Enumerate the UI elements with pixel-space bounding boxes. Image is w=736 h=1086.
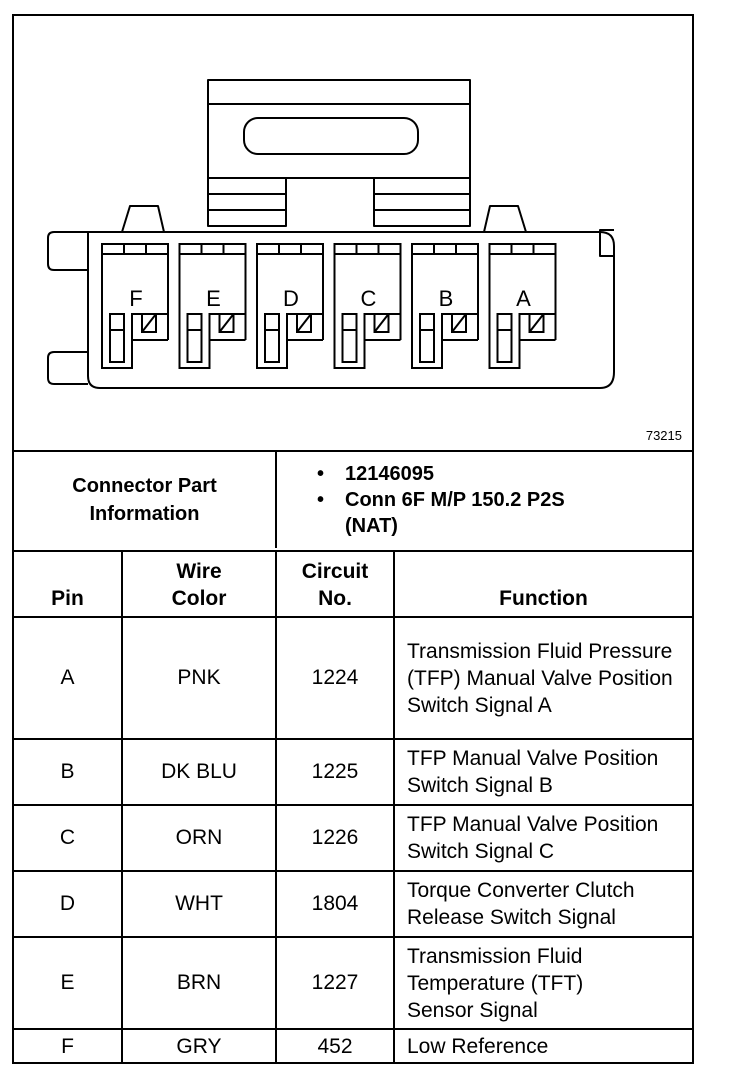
- pin-cell: C: [14, 804, 123, 871]
- header-circuit: Circuit No.: [276, 550, 395, 617]
- pin-row-a: A PNK 1224 Transmission Fluid Pressure (…: [14, 616, 692, 739]
- cavity-letter: E: [206, 286, 221, 311]
- function-cell: TFP Manual Valve Position Switch Signal …: [394, 804, 692, 871]
- pin-cell: F: [14, 1028, 123, 1063]
- cavity-letter: A: [516, 286, 531, 311]
- pin-row-b: B DK BLU 1225 TFP Manual Valve Position …: [14, 738, 692, 805]
- cavity-e: E: [178, 243, 247, 369]
- wire-color-cell: BRN: [122, 936, 277, 1029]
- circuit-cell: 1227: [276, 936, 395, 1029]
- part-info-label: Connector Part Information: [14, 450, 277, 548]
- part-number: 12146095: [317, 461, 692, 487]
- circuit-cell: 1224: [276, 616, 395, 739]
- header-wire-color: Wire Color: [122, 550, 277, 617]
- wire-color-cell: WHT: [122, 870, 277, 937]
- circuit-cell: 1225: [276, 738, 395, 805]
- connector-drawing: F E D C B A 73215: [14, 16, 692, 450]
- part-info-label-text: Connector Part Information: [72, 475, 217, 525]
- pin-row-f: F GRY 452 Low Reference: [14, 1028, 692, 1063]
- cavity-b: B: [411, 243, 479, 369]
- function-cell: Torque Converter Clutch Release Switch S…: [394, 870, 692, 937]
- wire-color-cell: PNK: [122, 616, 277, 739]
- pin-table: Pin Wire Color Circuit No. Function A PN…: [14, 550, 692, 1063]
- pin-cell: D: [14, 870, 123, 937]
- wire-color-cell: GRY: [122, 1028, 277, 1063]
- function-cell: Transmission Fluid Pressure (TFP) Manual…: [394, 616, 692, 739]
- circuit-cell: 1804: [276, 870, 395, 937]
- wire-color-cell: DK BLU: [122, 738, 277, 805]
- pin-cell: E: [14, 936, 123, 1029]
- cavity-c: C: [333, 243, 402, 369]
- pin-row-e: E BRN 1227 Transmission Fluid Temperatur…: [14, 936, 692, 1029]
- part-description: Conn 6F M/P 150.2 P2S (NAT): [317, 487, 585, 539]
- pin-table-header: Pin Wire Color Circuit No. Function: [14, 550, 692, 617]
- function-cell: Low Reference: [394, 1028, 692, 1063]
- connector-part-info: Connector Part Information 12146095 Conn…: [14, 450, 692, 548]
- circuit-cell: 1226: [276, 804, 395, 871]
- pin-cell: A: [14, 616, 123, 739]
- pin-row-d: D WHT 1804 Torque Converter Clutch Relea…: [14, 870, 692, 937]
- cavity-d: D: [256, 243, 324, 369]
- wire-color-cell: ORN: [122, 804, 277, 871]
- circuit-cell: 452: [276, 1028, 395, 1063]
- pin-row-c: C ORN 1226 TFP Manual Valve Position Swi…: [14, 804, 692, 871]
- cavity-a: A: [488, 243, 557, 369]
- cavity-f: F: [101, 243, 169, 369]
- function-cell: Transmission Fluid Temperature (TFT) Sen…: [394, 936, 692, 1029]
- function-cell: TFP Manual Valve Position Switch Signal …: [394, 738, 692, 805]
- part-info-list: 12146095 Conn 6F M/P 150.2 P2S (NAT): [276, 450, 692, 548]
- cavity-letter: B: [439, 286, 454, 311]
- pin-cell: B: [14, 738, 123, 805]
- header-pin: Pin: [14, 550, 123, 617]
- cavity-letter: F: [129, 286, 142, 311]
- cavity-letter: C: [361, 286, 377, 311]
- cavity-letter: D: [283, 286, 299, 311]
- drawing-number: 73215: [645, 428, 682, 443]
- header-function: Function: [394, 550, 692, 617]
